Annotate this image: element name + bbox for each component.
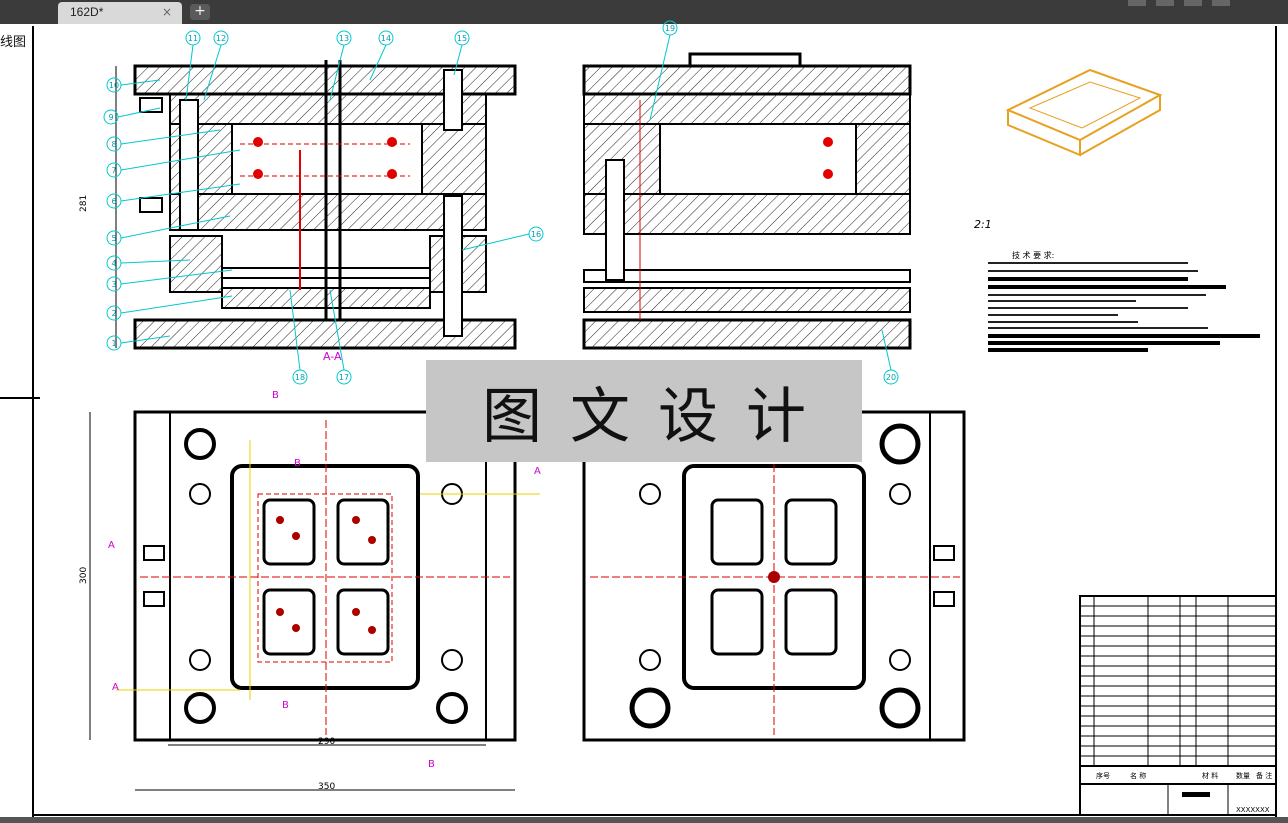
tab-bar: 162D* × + — [0, 0, 1288, 24]
close-icon[interactable]: × — [161, 5, 172, 19]
callout-2: 2 — [111, 309, 116, 318]
marker-b-bottom: B — [428, 759, 435, 770]
tb-header-index: 序号 — [1096, 771, 1110, 780]
callout-3: 3 — [111, 280, 116, 289]
minimize-icon[interactable] — [1128, 0, 1146, 6]
tab-title: 162D* — [70, 5, 104, 19]
callout-10: 10 — [109, 81, 119, 90]
tb-header-qty: 数量 — [1236, 771, 1250, 780]
callout-8: 8 — [111, 140, 116, 149]
section-view-right — [582, 52, 912, 350]
watermark-banner: 图文设计 — [426, 360, 862, 462]
callout-9: 9 — [108, 113, 113, 122]
callout-7: 7 — [111, 166, 116, 175]
marker-a-right: A — [534, 466, 541, 477]
callout-18: 18 — [295, 373, 305, 382]
callout-13: 13 — [339, 34, 349, 43]
callout-4: 4 — [111, 259, 116, 268]
callout-16: 16 — [531, 230, 541, 239]
part-3d-preview — [1005, 68, 1163, 157]
side-label: 线图 — [0, 35, 27, 50]
plan-view-right — [582, 410, 966, 742]
callouts — [103, 20, 899, 385]
tb-header-material: 材 料 — [1202, 771, 1218, 780]
callout-14: 14 — [381, 34, 391, 43]
marker-a-bottom: A — [112, 682, 119, 693]
callout-15: 15 — [457, 34, 467, 43]
plan-view-left — [89, 410, 540, 791]
parts-list — [1079, 595, 1277, 816]
window-controls — [1128, 0, 1268, 8]
maximize-icon[interactable] — [1156, 0, 1174, 6]
dim-width-total: 350 — [318, 782, 335, 792]
status-bar — [0, 817, 1288, 823]
section-label: A-A — [323, 350, 342, 363]
callout-12: 12 — [216, 34, 226, 43]
marker-b-mid: B — [294, 458, 301, 469]
marker-b-top: B — [272, 390, 279, 401]
scale-note: 2:1 — [974, 218, 992, 231]
callout-numbers: 1 2 3 4 5 6 7 8 9 10 11 12 13 14 15 16 1… — [108, 24, 896, 382]
watermark-text: 图文设计 — [482, 381, 834, 452]
tb-header-note: 备 注 — [1256, 771, 1272, 780]
restore-icon[interactable] — [1184, 0, 1202, 6]
dim-plan-height: 300 — [79, 567, 89, 584]
tech-title: 技 术 要 求: — [1012, 250, 1054, 260]
tb-header-name: 名 称 — [1130, 771, 1146, 780]
callout-11: 11 — [188, 34, 198, 43]
callout-1: 1 — [111, 339, 116, 348]
marker-b-low: B — [282, 700, 289, 711]
dim-width-inner: 290 — [318, 737, 335, 747]
marker-a-left: A — [108, 540, 115, 551]
tb-drawing-no: XXXXXXX — [1236, 806, 1270, 814]
close-window-icon[interactable] — [1212, 0, 1230, 6]
section-view-left — [115, 60, 517, 350]
callout-6: 6 — [111, 197, 116, 206]
callout-17: 17 — [339, 373, 349, 382]
tab-drawing[interactable]: 162D* × — [58, 2, 182, 24]
callout-20: 20 — [886, 373, 896, 382]
technical-requirements — [988, 262, 1260, 352]
callout-5: 5 — [111, 234, 116, 243]
callout-19: 19 — [665, 24, 675, 33]
add-tab-button[interactable]: + — [190, 4, 210, 20]
dim-height: 281 — [79, 195, 89, 212]
